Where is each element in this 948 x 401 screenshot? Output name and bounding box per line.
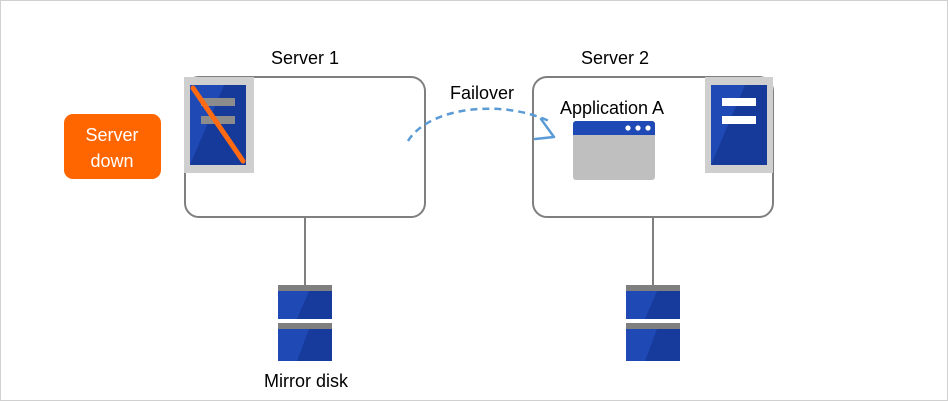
mirror-disk-label: Mirror disk	[264, 371, 349, 391]
failover-label: Failover	[450, 83, 514, 103]
server2-machine-icon	[705, 77, 773, 173]
arrowhead-icon	[533, 117, 556, 141]
mirror-disk-icon-2	[626, 285, 680, 361]
failover-arrow	[406, 107, 556, 142]
server1-machine-icon	[184, 77, 254, 173]
badge-line2: down	[90, 151, 133, 171]
server2-label: Server 2	[581, 48, 649, 68]
application-label: Application A	[560, 98, 664, 118]
badge-line1: Server	[85, 125, 138, 145]
mirror-disk-icon-1	[278, 285, 332, 361]
server1-label: Server 1	[271, 48, 339, 68]
server1-node: Server 1	[184, 48, 426, 218]
application-window-icon	[573, 121, 655, 180]
server2-node: Server 2 Application A	[532, 48, 774, 218]
server-down-badge: Server down	[64, 114, 161, 179]
fail-slash-icon	[190, 85, 246, 164]
